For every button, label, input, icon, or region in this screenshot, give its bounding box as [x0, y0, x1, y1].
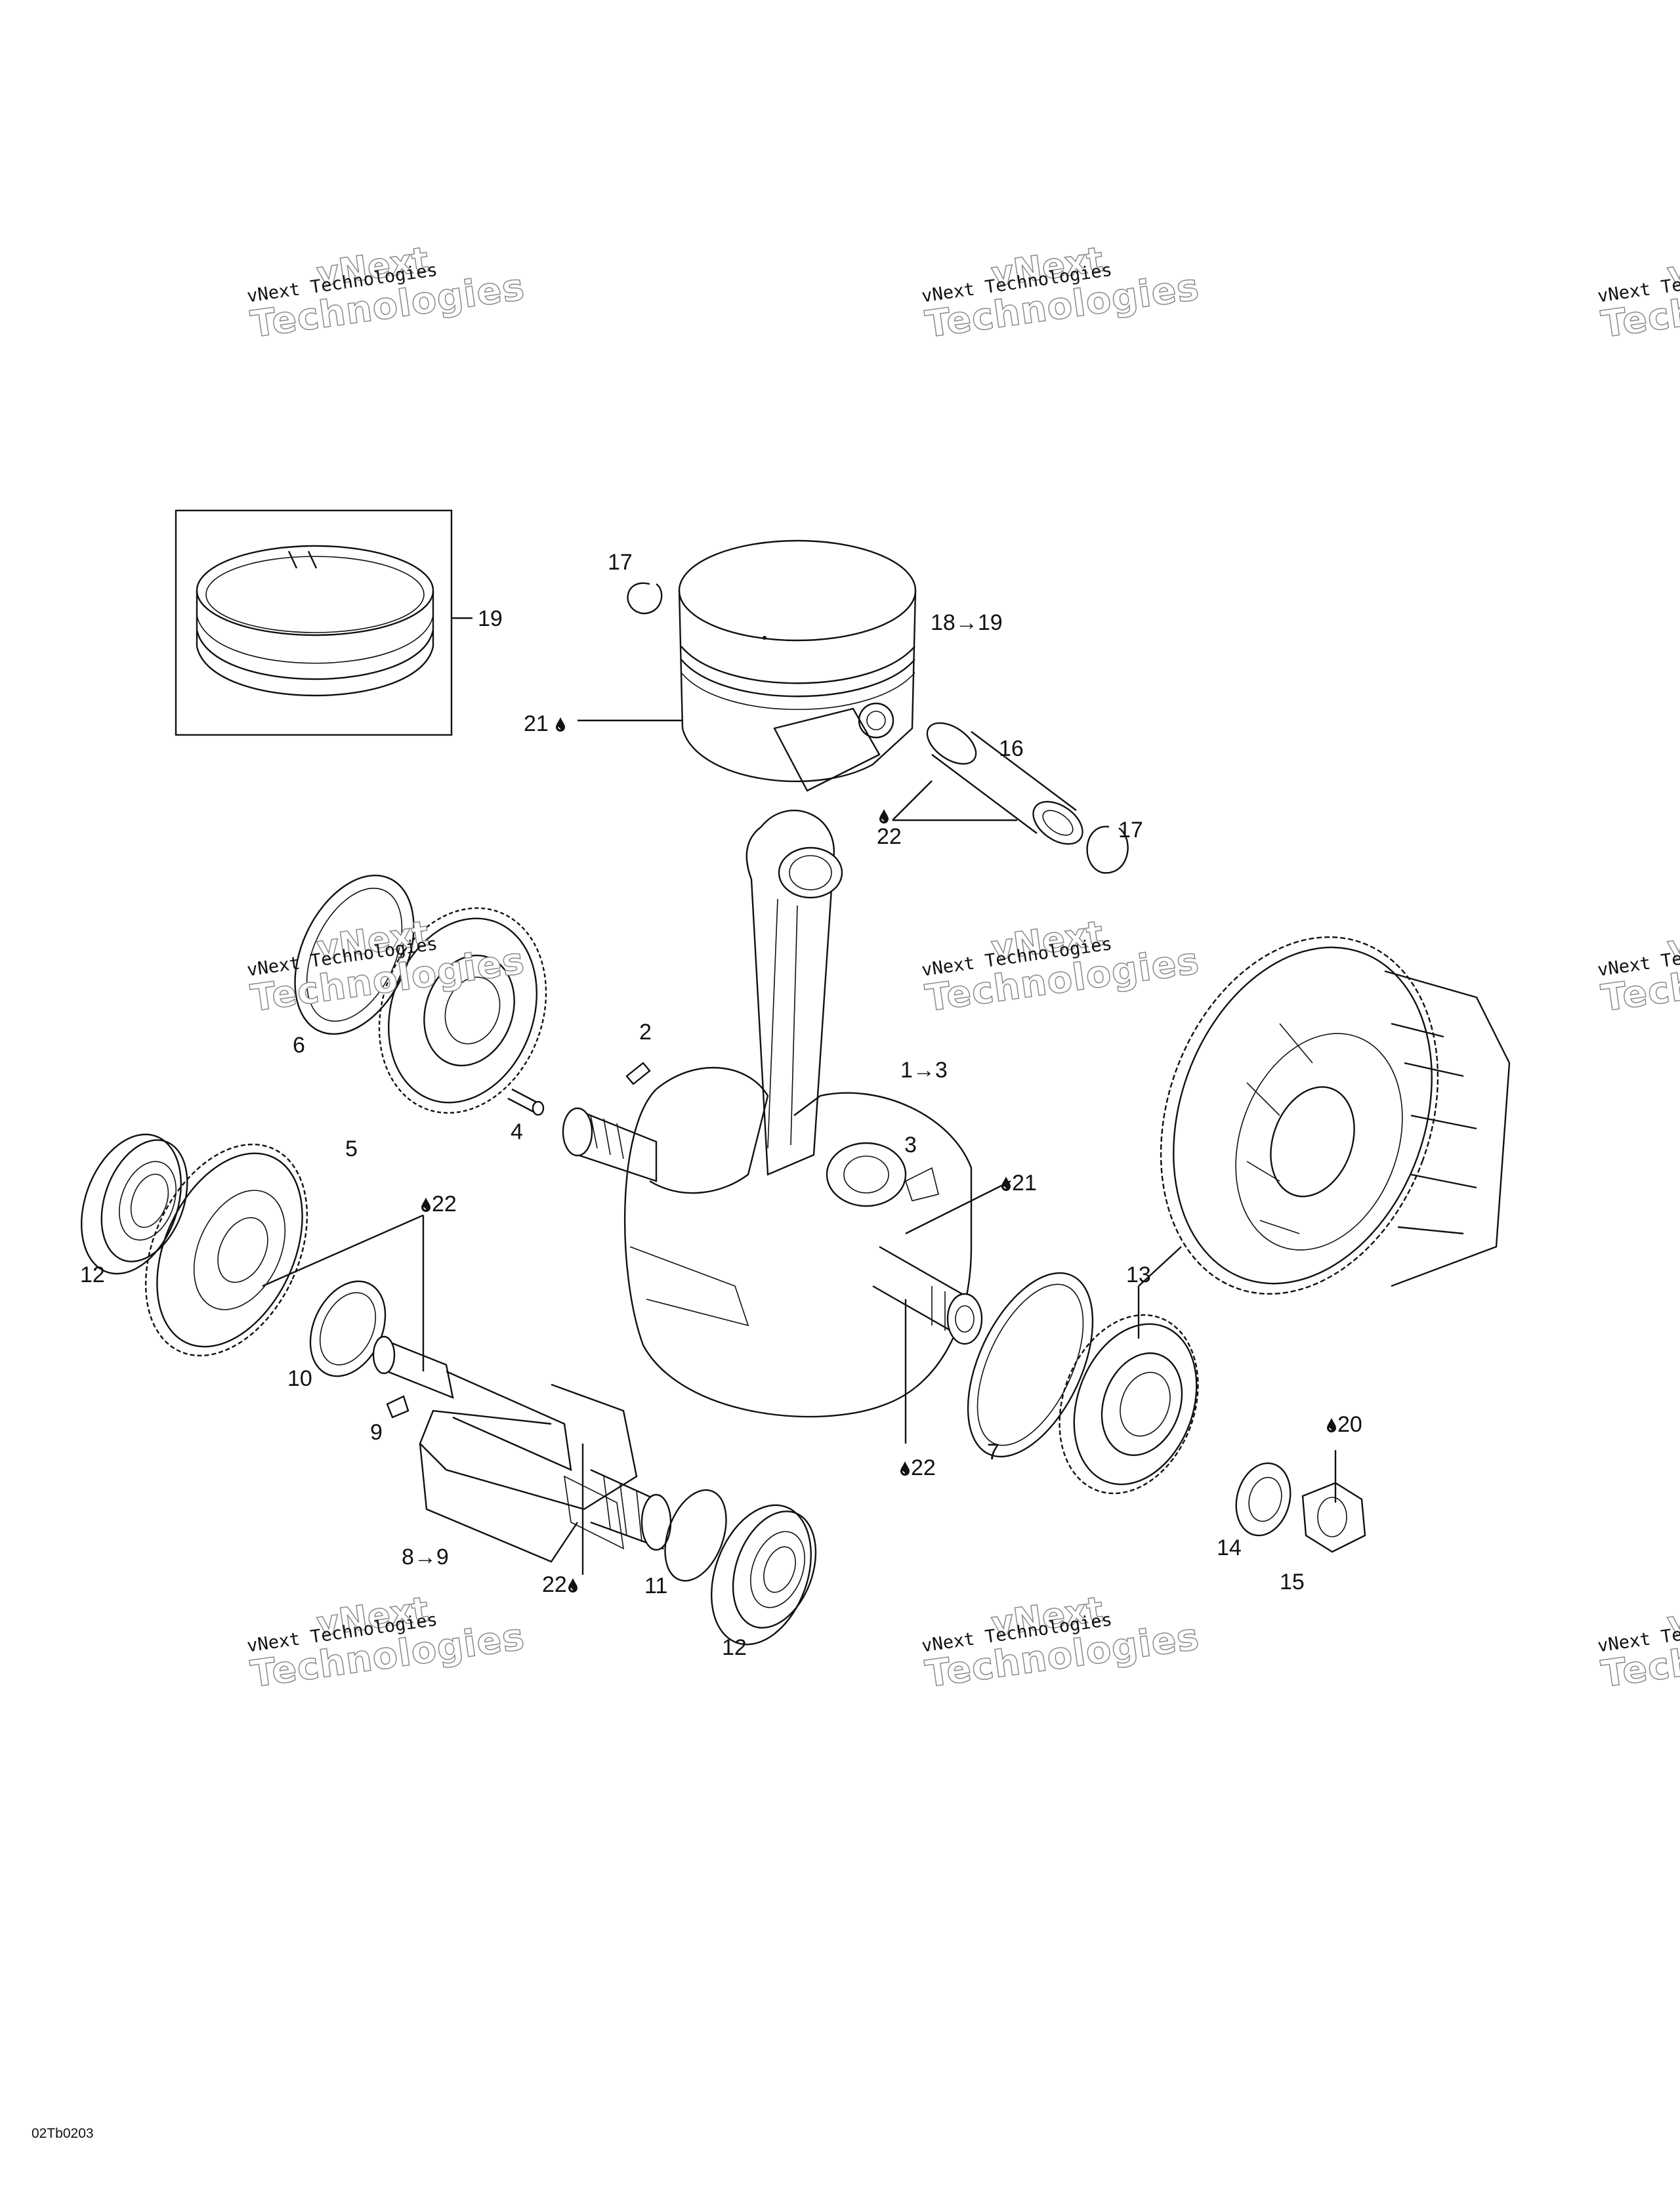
crankshaft-assembly	[562, 809, 983, 1418]
callout-21-crank-number: 21	[1012, 1171, 1037, 1196]
oil-drop-icon	[1000, 1176, 1012, 1192]
callout-20: 20	[1326, 1413, 1362, 1436]
ball-bearing-lower	[711, 1504, 817, 1646]
balancer-shaft	[372, 1335, 672, 1563]
callout-22-shaft: 22	[542, 1573, 579, 1596]
callout-22-gear: 22	[420, 1193, 457, 1215]
callout-5: 5	[345, 1136, 358, 1161]
ball-bearing-left	[81, 1133, 188, 1275]
oil-drop-icon	[420, 1197, 432, 1213]
callout-16: 16	[999, 736, 1024, 761]
oil-drop-icon	[555, 717, 566, 732]
leader-lines	[262, 719, 1337, 1575]
callout-22-shaft-number: 22	[542, 1572, 567, 1597]
figure-code: 02Tb0203	[32, 2126, 94, 2141]
hex-nut	[1301, 1482, 1366, 1553]
callout-21-crank: 21	[1000, 1172, 1037, 1194]
callout-3: 3	[904, 1133, 917, 1157]
callout-22-crank-number: 22	[911, 1455, 936, 1480]
callout-8-9: 8→9	[402, 1545, 449, 1570]
callout-22-pin: 22	[877, 807, 902, 848]
callout-2: 2	[639, 1020, 652, 1045]
balancer-drive-gear	[144, 1143, 308, 1357]
key-9	[386, 1395, 410, 1419]
callout-15: 15	[1280, 1570, 1305, 1594]
thrust-washer-11	[664, 1489, 727, 1582]
callout-21-piston-number: 21	[524, 711, 549, 736]
callout-22-gear-number: 22	[432, 1192, 457, 1217]
callout-10: 10	[287, 1366, 312, 1391]
oil-drop-icon	[567, 1577, 579, 1593]
oil-drop-icon	[1326, 1417, 1337, 1433]
oil-drop-icon	[878, 808, 890, 824]
callout-17-top: 17	[608, 550, 633, 575]
callout-9: 9	[370, 1420, 383, 1445]
oil-drop-icon	[899, 1461, 911, 1476]
circlip-right	[1086, 825, 1129, 874]
piston-ring-set	[175, 509, 472, 736]
callout-11: 11	[644, 1573, 668, 1598]
callout-13: 13	[1126, 1262, 1151, 1287]
callout-19: 19	[478, 606, 503, 631]
callout-22-pin-number: 22	[877, 824, 902, 849]
thrust-washer-7	[967, 1272, 1094, 1458]
callout-17-right: 17	[1118, 818, 1143, 843]
clutch-housing	[1160, 936, 1511, 1295]
callout-4: 4	[511, 1119, 523, 1144]
callout-18-19: 18→19	[931, 610, 1003, 635]
callout-12-left: 12	[80, 1262, 105, 1287]
callout-7: 7	[987, 1440, 999, 1465]
callout-22-crank: 22	[899, 1457, 936, 1479]
circlip-top	[627, 582, 663, 615]
lock-washer	[1235, 1462, 1292, 1537]
callout-12-lower: 12	[722, 1635, 747, 1660]
callout-1-3: 1→3	[900, 1058, 948, 1083]
callout-20-number: 20	[1337, 1412, 1362, 1437]
callout-14: 14	[1217, 1535, 1242, 1560]
piston-pin	[926, 722, 1083, 845]
primary-drive-gear	[1059, 1314, 1199, 1495]
callout-21-piston: 21	[524, 713, 566, 735]
callout-6: 6	[293, 1033, 305, 1058]
piston	[678, 539, 917, 792]
dowel-pin	[507, 1088, 545, 1116]
crank-gear	[378, 907, 547, 1114]
woodruff-key	[625, 1062, 651, 1085]
